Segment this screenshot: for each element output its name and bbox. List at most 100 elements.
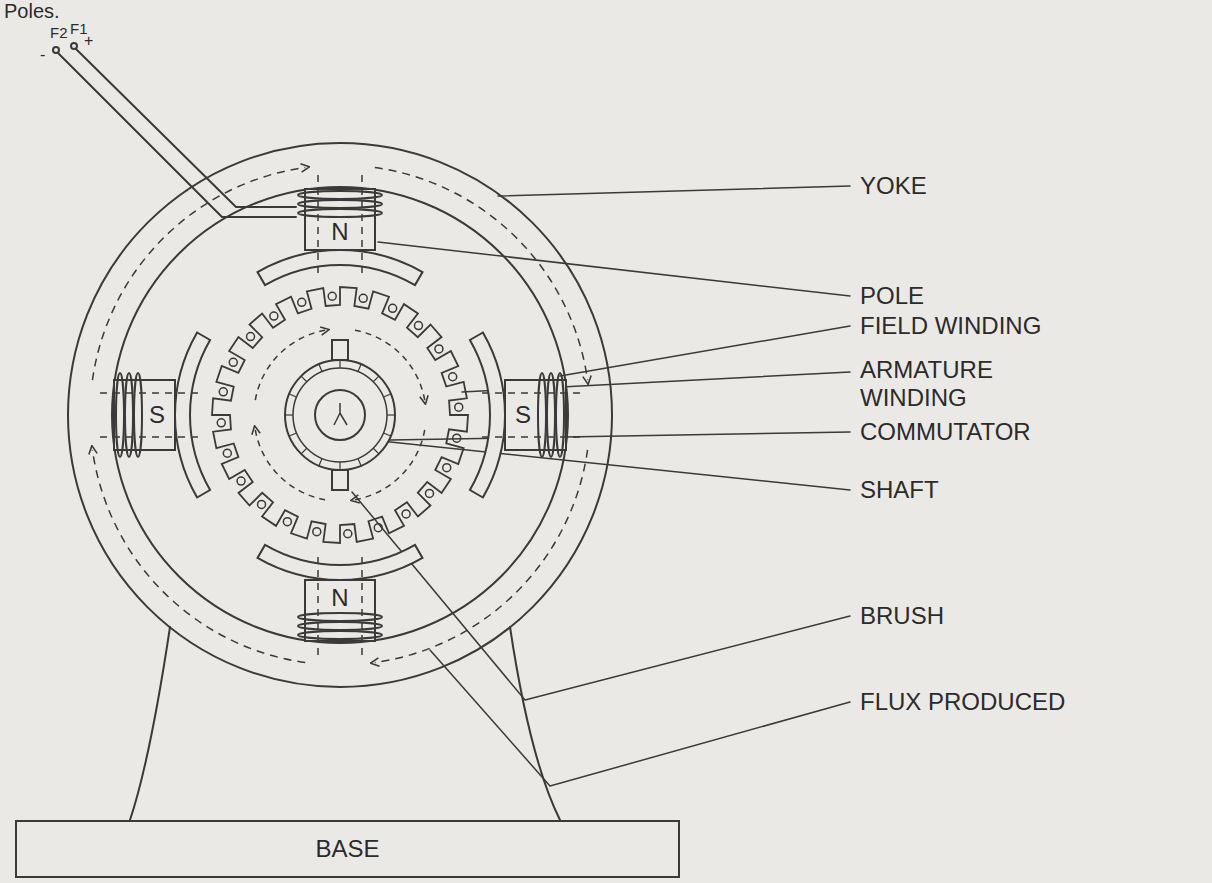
commutator-segment [319, 364, 322, 371]
polarity-sign: - [40, 46, 45, 64]
field-lead-wire [76, 49, 296, 207]
armature-coil [328, 292, 336, 300]
flux-line [361, 175, 363, 277]
shaft-key [334, 403, 347, 425]
node-label: BASE [315, 835, 379, 863]
leader-line [498, 186, 850, 196]
commutator [285, 360, 395, 470]
part-name: ARMATURE WINDING [860, 356, 1060, 411]
commutator-segment [285, 414, 293, 415]
flux-line [478, 392, 580, 394]
armature-coil [435, 345, 443, 353]
field-coil-turn [298, 209, 382, 217]
armature-coil [443, 464, 451, 472]
armature-coil [313, 528, 321, 536]
field-coil-turn [298, 631, 382, 639]
brush [332, 470, 348, 490]
base-plate: BASE [15, 820, 680, 878]
shaft [315, 390, 365, 440]
brush [332, 340, 348, 360]
leader-line [378, 242, 850, 296]
field-coil-turn [125, 373, 133, 457]
pole-letter: N [328, 218, 351, 246]
field-lead-wire [58, 53, 296, 217]
field-coil-turn [556, 373, 564, 457]
commutator-inner [293, 368, 387, 462]
flux-line [100, 436, 202, 438]
field-coil-turn [298, 622, 382, 630]
leader-line [390, 432, 850, 440]
commutator-segment [358, 458, 361, 465]
field-coil-turn [298, 191, 382, 199]
armature-coil [298, 298, 306, 306]
part-name: YOKE [860, 172, 927, 200]
pole-with-winding [470, 333, 580, 498]
part-name: SHAFT [860, 476, 939, 504]
armature-coil [425, 489, 433, 497]
armature-coil [217, 419, 225, 427]
flux-line [317, 175, 319, 277]
pole-letter: S [512, 401, 534, 429]
armature-coil [223, 449, 231, 457]
commutator-segment [289, 433, 296, 436]
commutator-segment [358, 364, 361, 371]
pole-shoe [258, 545, 423, 580]
flux-line [361, 553, 363, 655]
flux-path [375, 450, 588, 663]
commutator-segment [373, 376, 379, 382]
commutator-segment [387, 414, 395, 415]
armature-core [212, 287, 468, 543]
field-coil-turn [134, 373, 142, 457]
field-coil-turn [298, 200, 382, 208]
armature-coil [344, 530, 352, 538]
armature-coil [414, 322, 422, 330]
section-heading: Poles. [4, 0, 60, 23]
commutator-segment [301, 448, 307, 454]
flux-path [92, 167, 305, 380]
flux-line [317, 553, 319, 655]
armature-coil [270, 312, 278, 320]
armature-coil [449, 373, 457, 381]
commutator-segment [339, 462, 340, 470]
part-name: FIELD WINDING [860, 312, 1041, 340]
pole-letter: S [146, 401, 168, 429]
commutator-segment [319, 458, 322, 465]
part-name: BRUSH [860, 602, 944, 630]
polarity-sign: + [84, 32, 93, 50]
leader-line [352, 492, 850, 700]
commutator-segment [383, 394, 390, 397]
pole-letter: N [328, 584, 351, 612]
commutator-segment [301, 376, 307, 382]
pole-with-winding [100, 333, 210, 498]
armature-coil [359, 294, 367, 302]
armature-coil [258, 500, 266, 508]
flux-path [375, 167, 588, 380]
pole-shoe [258, 250, 423, 285]
armature-coil [237, 477, 245, 485]
field-coil-turn [116, 373, 124, 457]
armature-coil [453, 434, 461, 442]
right-leg [510, 627, 560, 820]
flux-line [478, 436, 580, 438]
armature-coil [374, 524, 382, 532]
armature-coil [389, 304, 397, 312]
pole-shoe [175, 333, 210, 498]
armature-coil [283, 518, 291, 526]
field-coil-turn [538, 373, 546, 457]
left-leg [130, 627, 170, 820]
field-coil-turn [298, 613, 382, 621]
armature-coil [219, 388, 227, 396]
armature-coil [229, 358, 237, 366]
leader-line [560, 326, 850, 376]
part-name: COMMUTATOR [860, 418, 1031, 446]
armature-coil [455, 403, 463, 411]
flux-path [92, 450, 305, 663]
commutator-segment [289, 394, 296, 397]
commutator-segment [373, 448, 379, 454]
leader-line [430, 650, 850, 786]
armature-coil [247, 333, 255, 341]
commutator-segment [383, 433, 390, 436]
pole-with-winding [258, 175, 423, 285]
flux-line [100, 392, 202, 394]
pole-shoe [470, 333, 505, 498]
